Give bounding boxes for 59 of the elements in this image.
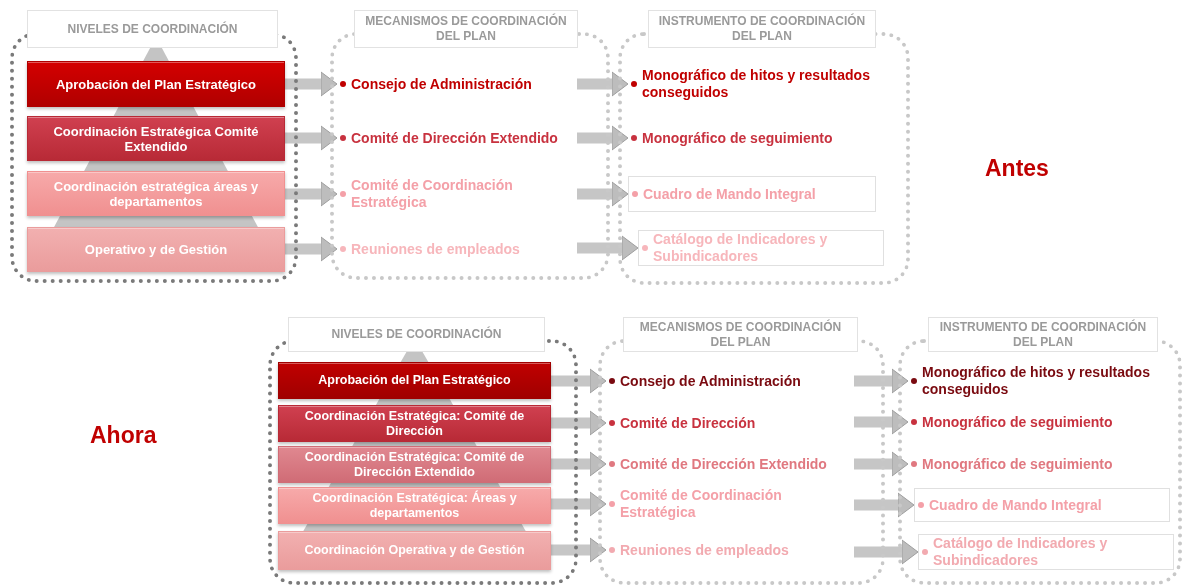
- bullet-list-item: Consejo de Administración: [337, 72, 577, 96]
- bullet-list-item: Consejo de Administración: [606, 369, 854, 393]
- level-bar: Operativo y de Gestión: [27, 227, 285, 272]
- block-arrow: [577, 71, 629, 97]
- block-arrow: [854, 451, 909, 477]
- block-arrow: [551, 537, 607, 563]
- level-bar: Coordinación Estratégica: Comité de Dirección: [278, 405, 551, 442]
- bullet-list-item: Comité de Dirección Extendido: [606, 452, 854, 476]
- block-arrow: [551, 368, 607, 394]
- bullet-list-item: Monográfico de hitos y resultados conseguidos: [628, 66, 903, 102]
- level-bar: Coordinación Operativa y de Gestión: [278, 531, 551, 570]
- block-arrow: [577, 181, 629, 207]
- level-bar: Coordinación Estratégica Comité Extendido: [27, 116, 285, 161]
- bullet-list-item: Comité de Dirección: [606, 411, 854, 435]
- block-arrow: [854, 368, 909, 394]
- dotted-frame: [898, 317, 1182, 585]
- period-label: Antes: [985, 155, 1049, 182]
- level-bar: Coordinación Estratégica: Comité de Dirección Extendido: [278, 446, 551, 483]
- block-arrow: [854, 539, 919, 565]
- framed-list-item: Catálogo de Indicadores y Subindicadores: [918, 534, 1174, 570]
- column-heading: INSTRUMENTO DE COORDINACIÓN DEL PLAN: [928, 317, 1158, 352]
- block-arrow: [551, 410, 607, 436]
- block-arrow: [285, 71, 338, 97]
- block-arrow: [854, 492, 915, 518]
- bullet-list-item: Monográfico de hitos y resultados conseguidos: [908, 363, 1180, 399]
- framed-list-item: Cuadro de Mando Integral: [914, 488, 1170, 522]
- column-heading: MECANISMOS DE COORDINACIÓN DEL PLAN: [354, 10, 578, 48]
- bullet-list-item: Comité de Coordinación Estratégica: [606, 486, 854, 522]
- block-arrow: [577, 125, 629, 151]
- period-label: Ahora: [90, 422, 157, 449]
- bullet-list-item: Reuniones de empleados: [606, 538, 854, 562]
- bullet-list-item: Monográfico de seguimiento: [908, 410, 1180, 434]
- block-arrow: [577, 235, 639, 261]
- bullet-list-item: Reuniones de empleados: [337, 237, 577, 261]
- column-heading: NIVELES DE COORDINACIÓN: [288, 317, 545, 352]
- block-arrow: [854, 409, 909, 435]
- bullet-list-item: Comité de Coordinación Estratégica: [337, 174, 577, 214]
- dotted-frame: [618, 10, 910, 285]
- block-arrow: [285, 236, 338, 262]
- dotted-frame: [10, 10, 298, 283]
- bullet-list-item: Comité de Dirección Extendido: [337, 126, 577, 150]
- column-heading: INSTRUMENTO DE COORDINACIÓN DEL PLAN: [648, 10, 876, 48]
- framed-list-item: Cuadro de Mando Integral: [628, 176, 876, 212]
- dotted-frame: [330, 10, 610, 280]
- bullet-list-item: Monográfico de seguimiento: [628, 126, 903, 150]
- bullet-list-item: Monográfico de seguimiento: [908, 452, 1180, 476]
- level-bar: Coordinación Estratégica: Áreas y departamentos: [278, 487, 551, 524]
- dotted-frame: [598, 317, 885, 585]
- column-heading: MECANISMOS DE COORDINACIÓN DEL PLAN: [623, 317, 858, 352]
- framed-list-item: Catálogo de Indicadores y Subindicadores: [638, 230, 884, 266]
- level-bar: Aprobación del Plan Estratégico: [278, 362, 551, 399]
- block-arrow: [551, 451, 607, 477]
- block-arrow: [285, 181, 338, 207]
- block-arrow: [285, 125, 338, 151]
- level-bar: Aprobación del Plan Estratégico: [27, 61, 285, 107]
- block-arrow: [551, 491, 607, 517]
- column-heading: NIVELES DE COORDINACIÓN: [27, 10, 278, 48]
- dotted-frame: [268, 317, 578, 585]
- level-bar: Coordinación estratégica áreas y departamentos: [27, 171, 285, 216]
